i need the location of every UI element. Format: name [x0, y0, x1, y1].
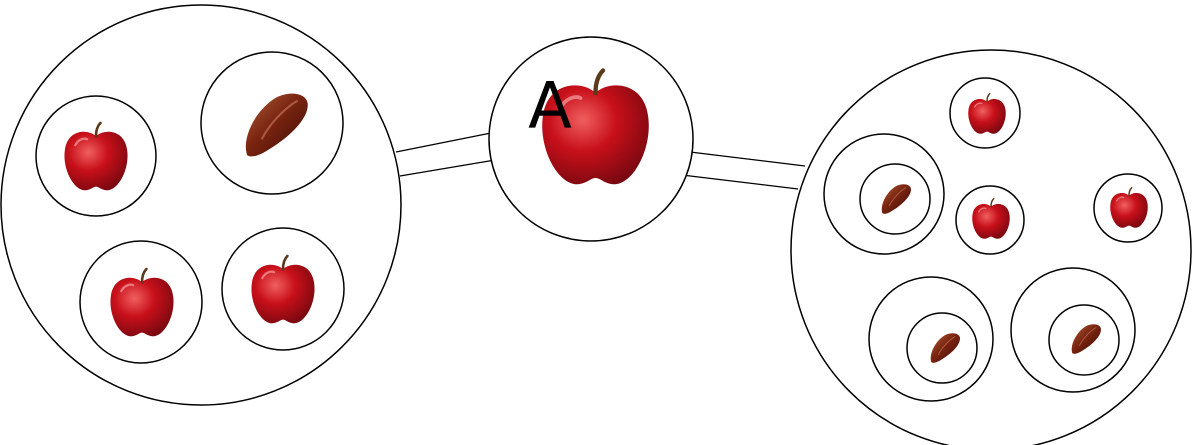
forall-symbol: ∀	[528, 67, 572, 139]
left-apple-node-3	[221, 227, 345, 351]
right-seed-group-1	[823, 133, 945, 255]
connector-center-right	[681, 151, 806, 190]
center-node: ∀	[488, 36, 694, 242]
left-apple-node-1	[35, 95, 157, 217]
right-seed-group-3	[1010, 267, 1136, 393]
right-apple-node-3	[1093, 173, 1163, 243]
left-apple-node-2	[79, 240, 203, 364]
connector-left-center	[395, 132, 496, 177]
right-apple-node-1	[949, 77, 1021, 149]
right-apple-node-2	[955, 185, 1025, 255]
left-group	[0, 4, 402, 406]
right-seed-group-2	[868, 276, 994, 402]
left-seed-node	[200, 51, 344, 195]
right-group	[790, 49, 1192, 445]
